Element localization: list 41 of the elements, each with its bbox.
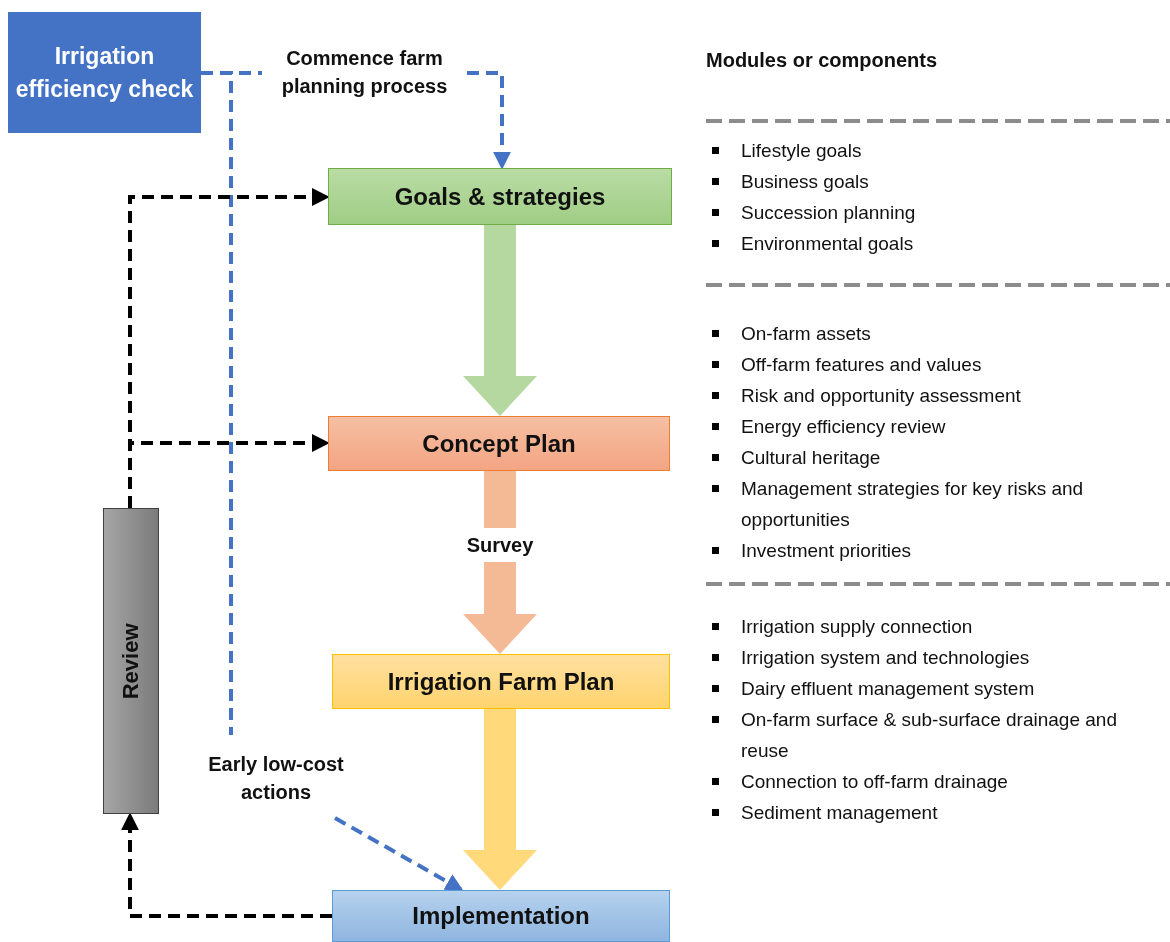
bullet-item: Succession planning [741,201,916,225]
bullet-item: On-farm assets [741,322,871,346]
bullet-item: Management strategies for key risks and opportunities [741,477,1085,532]
bullet-item: Connection to off-farm drainage [741,770,1008,794]
dashed-arrow [121,812,332,918]
block-arrow [463,709,537,890]
box-label: Implementation [412,901,590,932]
box-label: Concept Plan [422,428,576,459]
bullet-item: Irrigation system and technologies [741,646,1030,670]
dashed-arrow [467,71,511,170]
bullet-item: Lifestyle goals [741,139,862,163]
box-label: Irrigation Farm Plan [387,666,615,697]
column-heading: Modules or components [706,48,938,72]
review-bar [103,508,159,814]
process-box [332,654,670,709]
bullet-item: Irrigation supply connection [741,615,973,639]
step-label: Early low-cost actions [207,752,345,805]
bullet-item: Off-farm features and values [741,353,982,377]
process-box [328,416,670,471]
box-label: Goals & strategies [394,181,606,212]
dashed-arrow [334,816,464,892]
process-box [328,168,672,225]
bullet-item: Energy efficiency review [741,415,946,439]
bullet-item: Sediment management [741,801,938,825]
block-arrow [484,471,516,528]
bullet-item: Dairy effluent management system [741,677,1035,701]
bullet-item: On-farm surface & sub-surface drainage and reuse [741,708,1118,763]
bullet-item: Environmental goals [741,232,914,256]
step-label: Survey [466,533,534,558]
bullet-item: Investment priorities [741,539,911,563]
bullet-item: Business goals [741,170,869,194]
dashed-arrow [128,434,330,508]
box-label: Irrigation efficiency check [14,42,195,104]
step-label: Commence farm planning process [280,46,449,99]
bullet-item: Cultural heritage [741,446,881,470]
process-box [8,12,201,133]
bullet-item: Risk and opportunity assessment [741,384,1021,408]
box-label: Review [116,623,144,699]
process-box [332,890,670,942]
block-arrow [463,225,537,416]
block-arrow [463,562,537,654]
